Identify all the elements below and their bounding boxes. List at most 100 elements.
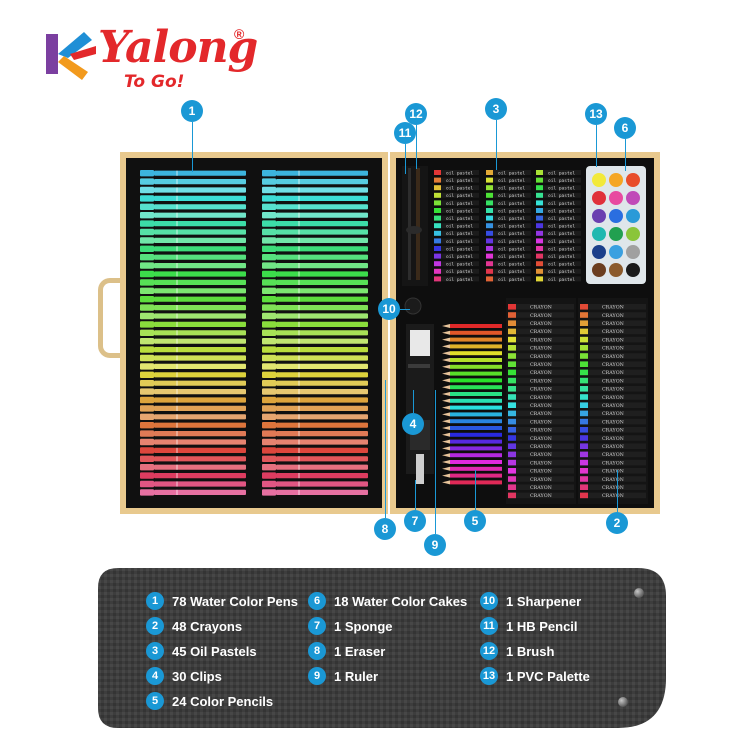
svg-text:CRAYON: CRAYON — [602, 395, 624, 401]
svg-text:CRAYON: CRAYON — [530, 329, 552, 335]
svg-text:CRAYON: CRAYON — [602, 419, 624, 425]
svg-text:CRAYON: CRAYON — [602, 362, 624, 368]
legend-item: 2 48 Crayons — [146, 615, 242, 637]
svg-text:oil pastel: oil pastel — [498, 239, 525, 245]
svg-text:oil pastel: oil pastel — [548, 193, 575, 199]
svg-text:CRAYON: CRAYON — [530, 460, 552, 466]
callout-leader-11 — [405, 144, 406, 174]
callout-leader-10 — [400, 309, 410, 310]
case-handle — [98, 278, 123, 358]
legend-number-badge: 7 — [308, 617, 326, 635]
svg-text:oil pastel: oil pastel — [446, 277, 473, 283]
logo-wordmark: Yalong — [98, 22, 258, 73]
svg-text:CRAYON: CRAYON — [602, 370, 624, 376]
svg-text:oil pastel: oil pastel — [548, 231, 575, 237]
svg-text:oil pastel: oil pastel — [498, 178, 525, 184]
legend-item: 9 1 Ruler — [308, 665, 378, 687]
svg-text:oil pastel: oil pastel — [548, 246, 575, 252]
svg-text:oil pastel: oil pastel — [446, 170, 473, 176]
callout-leader-5 — [475, 470, 476, 510]
svg-text:oil pastel: oil pastel — [446, 186, 473, 192]
callout-8: 8 — [374, 518, 396, 540]
svg-text:oil pastel: oil pastel — [446, 208, 473, 214]
svg-text:oil pastel: oil pastel — [548, 201, 575, 207]
svg-text:CRAYON: CRAYON — [530, 403, 552, 409]
callout-leader-8 — [385, 380, 386, 518]
callout-leader-3 — [496, 120, 497, 170]
svg-text:CRAYON: CRAYON — [602, 485, 624, 491]
svg-text:oil pastel: oil pastel — [498, 208, 525, 214]
svg-text:oil pastel: oil pastel — [548, 224, 575, 230]
svg-text:CRAYON: CRAYON — [602, 469, 624, 475]
svg-text:oil pastel: oil pastel — [446, 193, 473, 199]
svg-text:CRAYON: CRAYON — [530, 346, 552, 352]
svg-text:oil pastel: oil pastel — [498, 170, 525, 176]
svg-text:CRAYON: CRAYON — [530, 477, 552, 483]
svg-text:CRAYON: CRAYON — [530, 428, 552, 434]
svg-text:oil pastel: oil pastel — [548, 269, 575, 275]
svg-text:CRAYON: CRAYON — [602, 460, 624, 466]
legend-number-badge: 2 — [146, 617, 164, 635]
svg-text:oil pastel: oil pastel — [498, 201, 525, 207]
legend-number-badge: 9 — [308, 667, 326, 685]
legend-number-badge: 10 — [480, 592, 498, 610]
callout-11: 11 — [394, 122, 416, 144]
svg-text:oil pastel: oil pastel — [498, 224, 525, 230]
callout-3: 3 — [485, 98, 507, 120]
svg-text:CRAYON: CRAYON — [602, 444, 624, 450]
svg-text:CRAYON: CRAYON — [602, 452, 624, 458]
registered-mark: ® — [234, 26, 245, 42]
callout-leader-1 — [192, 122, 193, 172]
svg-text:CRAYON: CRAYON — [602, 411, 624, 417]
svg-text:CRAYON: CRAYON — [602, 305, 624, 311]
svg-text:CRAYON: CRAYON — [530, 305, 552, 311]
legend-label: 45 Oil Pastels — [172, 643, 257, 659]
svg-text:oil pastel: oil pastel — [446, 254, 473, 260]
svg-text:oil pastel: oil pastel — [548, 277, 575, 283]
svg-text:CRAYON: CRAYON — [602, 477, 624, 483]
svg-text:oil pastel: oil pastel — [548, 262, 575, 268]
legend-label: 1 HB Pencil — [506, 618, 578, 634]
left-panel — [120, 152, 388, 514]
legend-label: 1 Ruler — [334, 668, 379, 684]
legend-number-badge: 5 — [146, 692, 164, 710]
svg-text:oil pastel: oil pastel — [498, 231, 525, 237]
callout-4: 4 — [402, 413, 424, 435]
legend-label: 18 Water Color Cakes — [334, 593, 468, 609]
callout-1: 1 — [181, 100, 203, 122]
svg-text:CRAYON: CRAYON — [530, 362, 552, 368]
svg-text:oil pastel: oil pastel — [548, 186, 575, 192]
legend-number-badge: 8 — [308, 642, 326, 660]
legend-label: 24 Color Pencils — [172, 693, 274, 709]
callout-5: 5 — [464, 510, 486, 532]
svg-text:CRAYON: CRAYON — [530, 444, 552, 450]
svg-text:oil pastel: oil pastel — [446, 178, 473, 184]
svg-text:oil pastel: oil pastel — [446, 231, 473, 237]
svg-text:CRAYON: CRAYON — [602, 337, 624, 343]
svg-text:CRAYON: CRAYON — [530, 321, 552, 327]
legend-number-badge: 1 — [146, 592, 164, 610]
callout-7: 7 — [404, 510, 426, 532]
legend-label: 1 PVC Palette — [506, 668, 590, 684]
svg-text:oil pastel: oil pastel — [548, 254, 575, 260]
svg-text:oil pastel: oil pastel — [548, 216, 575, 222]
svg-text:oil pastel: oil pastel — [446, 216, 473, 222]
legend-number-badge: 12 — [480, 642, 498, 660]
legend-label: 30 Clips — [172, 668, 222, 684]
svg-text:CRAYON: CRAYON — [530, 370, 552, 376]
legend-label: 48 Crayons — [172, 618, 243, 634]
svg-text:CRAYON: CRAYON — [602, 378, 624, 384]
svg-text:oil pastel: oil pastel — [498, 269, 525, 275]
water-color-pens-tray — [126, 158, 382, 508]
svg-text:oil pastel: oil pastel — [498, 254, 525, 260]
svg-text:CRAYON: CRAYON — [602, 403, 624, 409]
svg-text:CRAYON: CRAYON — [530, 411, 552, 417]
